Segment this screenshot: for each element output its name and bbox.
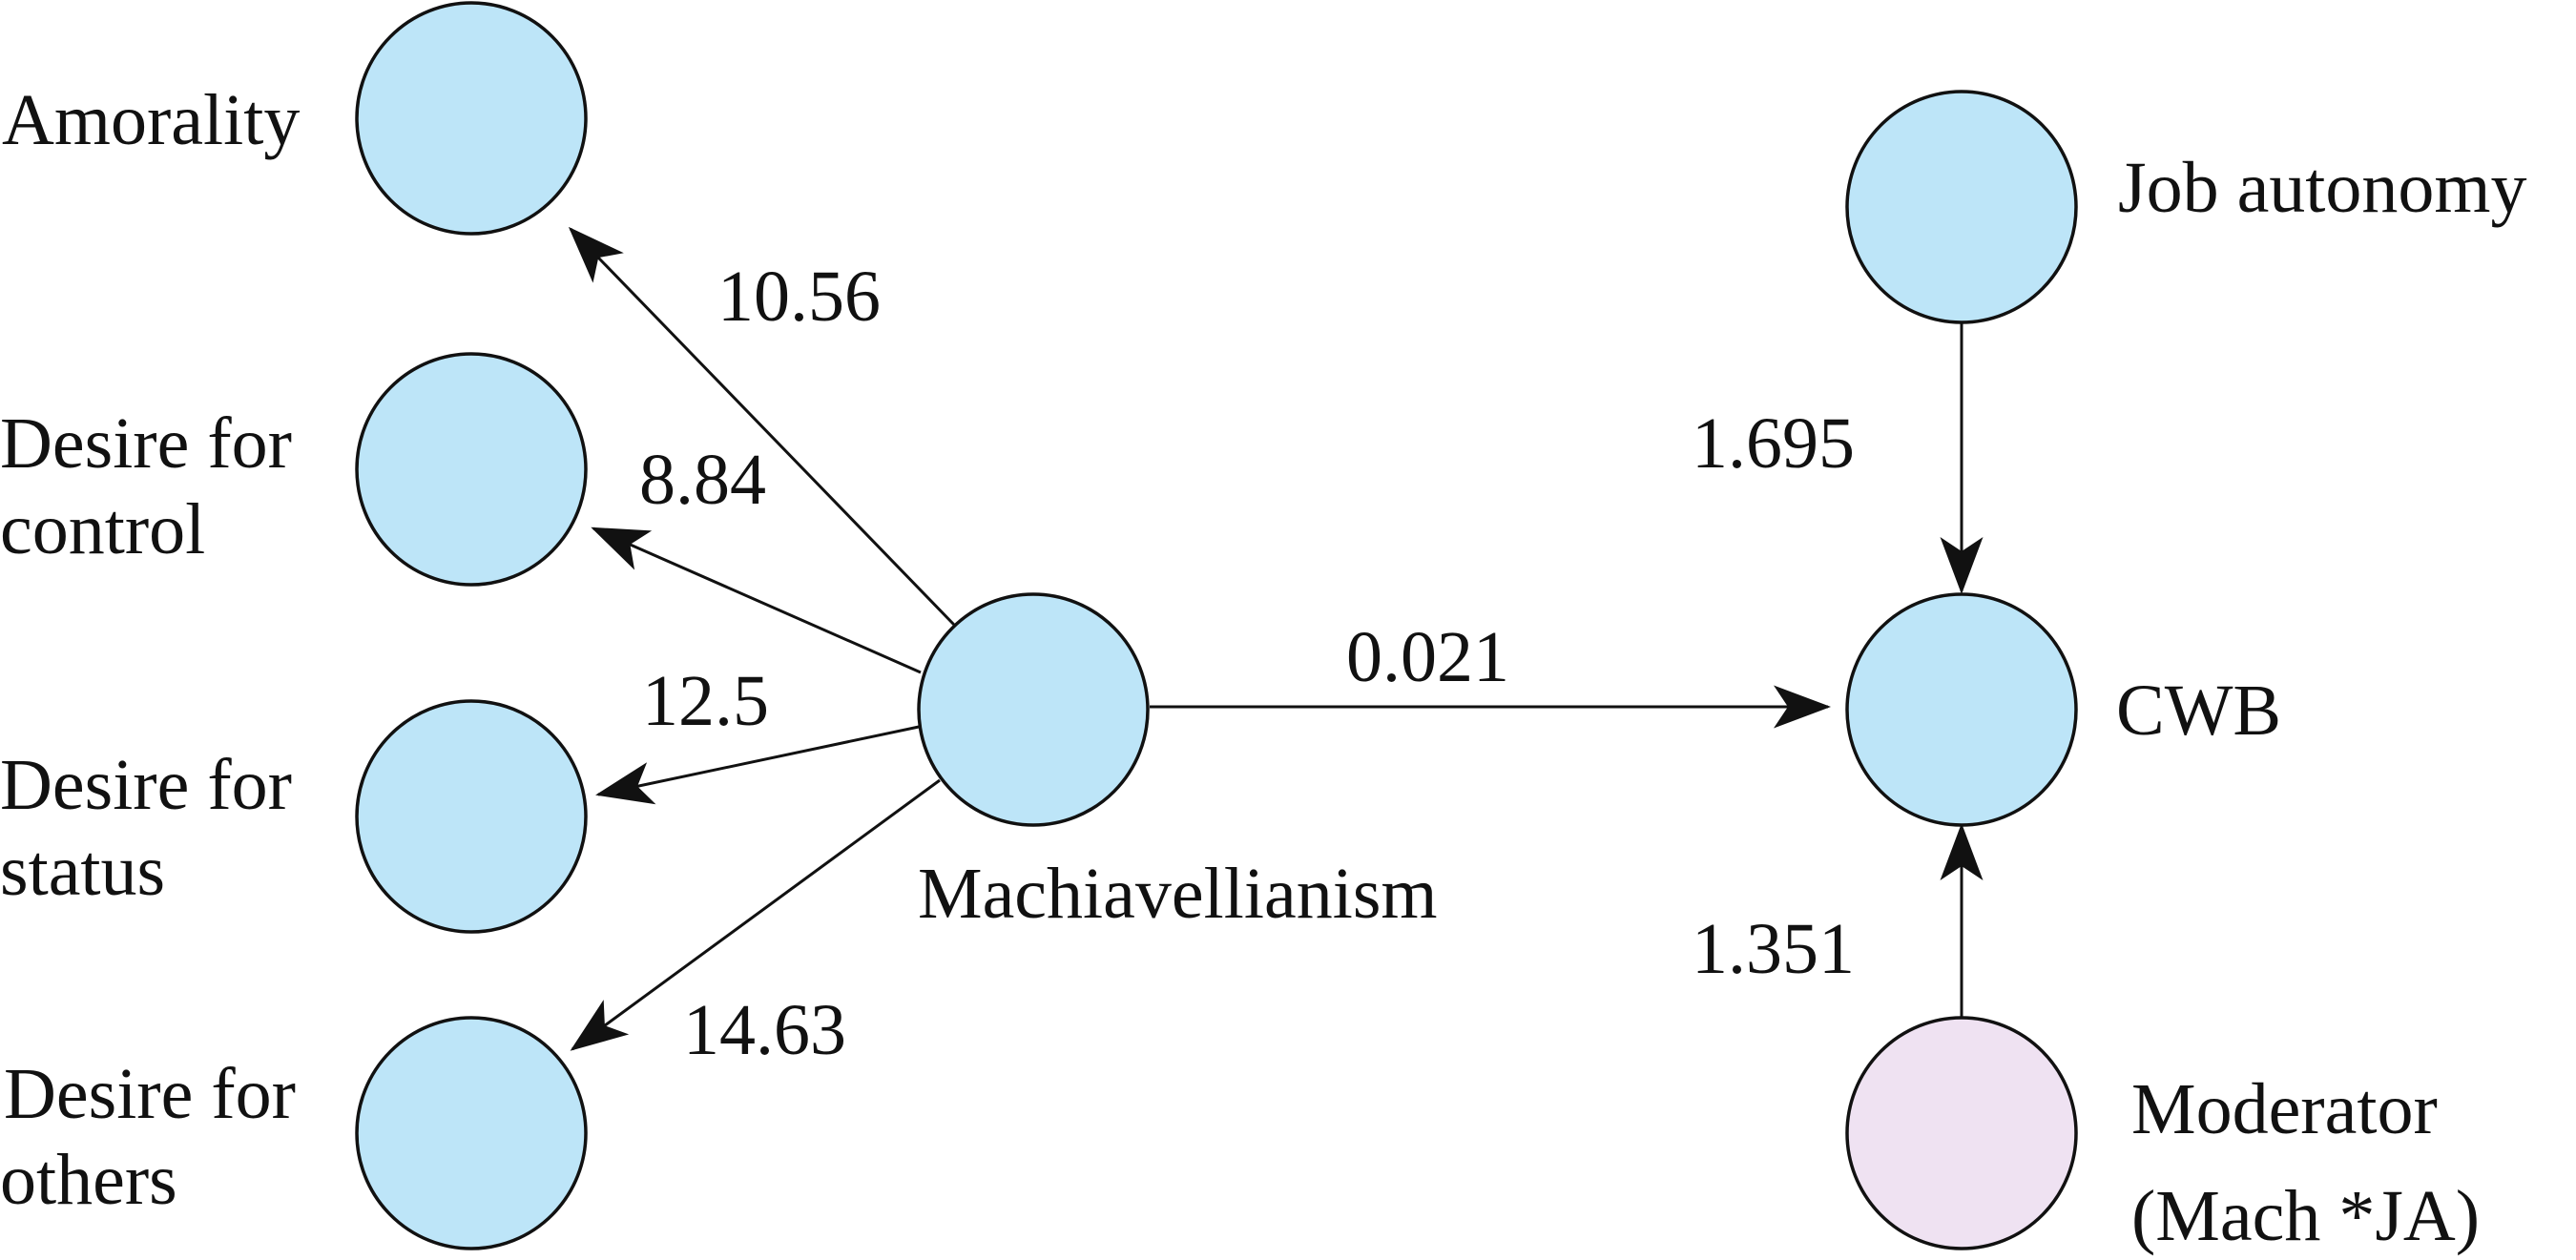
node-labels: Amorality Desire for control Desire for … (0, 80, 2527, 1256)
edge-mach-desire-others (570, 778, 941, 1051)
label-desire-status-line2: status (0, 831, 165, 911)
node-amorality (355, 1, 588, 236)
edge-label-desire-others: 14.63 (683, 990, 846, 1070)
label-desire-control-line2: control (0, 489, 205, 569)
edge-label-moderator: 1.351 (1692, 909, 1855, 989)
node-desire-status (355, 699, 588, 934)
label-desire-control-line1: Desire for (0, 403, 292, 484)
node-moderator (1845, 1016, 2078, 1250)
edge-mach-desire-control (591, 527, 922, 674)
edge-mach-amorality (568, 226, 956, 627)
nodes (355, 1, 2078, 1250)
label-desire-others-line2: others (0, 1140, 177, 1220)
edges (568, 226, 1984, 1051)
edge-label-job-autonomy: 1.695 (1692, 403, 1855, 484)
edge-mach-desire-status (595, 725, 920, 805)
node-machiavellianism (917, 592, 1150, 827)
edge-label-desire-status: 12.5 (642, 661, 769, 741)
label-desire-status-line1: Desire for (0, 745, 292, 825)
node-desire-control (355, 352, 588, 587)
node-cwb (1845, 592, 2078, 827)
node-desire-others (355, 1016, 588, 1250)
label-amorality: Amorality (2, 80, 300, 160)
label-moderator-line2: (Mach *JA) (2131, 1176, 2480, 1256)
label-moderator-line1: Moderator (2131, 1069, 2438, 1149)
edge-label-amorality: 10.56 (717, 257, 881, 337)
label-machiavellianism: Machiavellianism (918, 854, 1438, 934)
label-job-autonomy: Job autonomy (2118, 148, 2527, 228)
label-desire-others-line1: Desire for (4, 1054, 296, 1134)
edge-labels: 10.56 8.84 12.5 14.63 0.021 1.695 1.351 (639, 257, 1855, 1070)
label-cwb: CWB (2116, 671, 2281, 751)
edge-label-desire-control: 8.84 (639, 440, 766, 520)
node-job-autonomy (1845, 90, 2078, 324)
edge-label-cwb: 0.021 (1346, 617, 1509, 697)
